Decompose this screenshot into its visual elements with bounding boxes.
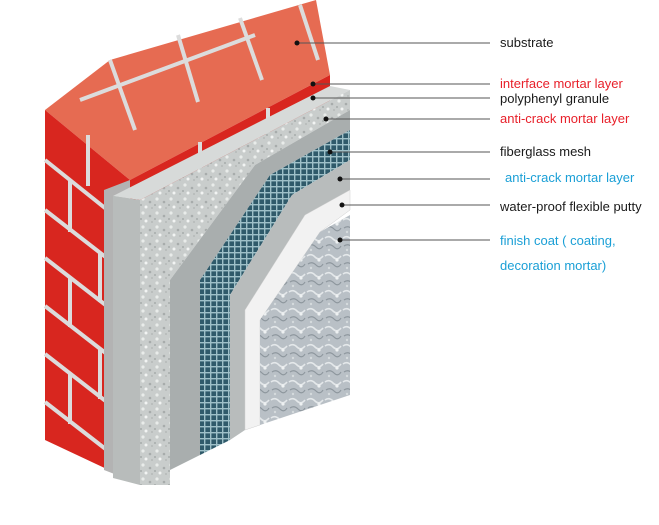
fiberglass-mesh bbox=[200, 130, 350, 455]
anti-crack-mortar-layer bbox=[170, 110, 350, 470]
polyphenyl-granule-board bbox=[113, 86, 350, 485]
label-waterproof-putty: water-proof flexible putty bbox=[500, 199, 642, 214]
label-anti-crack-mortar-2: anti-crack mortar layer bbox=[505, 170, 635, 185]
finish-coat-layer bbox=[260, 215, 350, 425]
label-polyphenyl-granule: polyphenyl granule bbox=[500, 91, 610, 106]
leader-lines bbox=[297, 42, 490, 241]
label-finish-coat: finish coat ( coating, bbox=[500, 233, 616, 248]
anti-crack-mortar-layer-2 bbox=[230, 160, 350, 440]
label-substrate: substrate bbox=[500, 35, 554, 50]
leader-dots bbox=[294, 40, 345, 243]
label-interface-mortar: interface mortar layer bbox=[500, 76, 623, 91]
label-fiberglass-mesh: fiberglass mesh bbox=[500, 144, 592, 159]
label-anti-crack-mortar: anti-crack mortar layer bbox=[500, 111, 630, 126]
label-finish-coat-cont: decoration mortar) bbox=[500, 258, 607, 273]
